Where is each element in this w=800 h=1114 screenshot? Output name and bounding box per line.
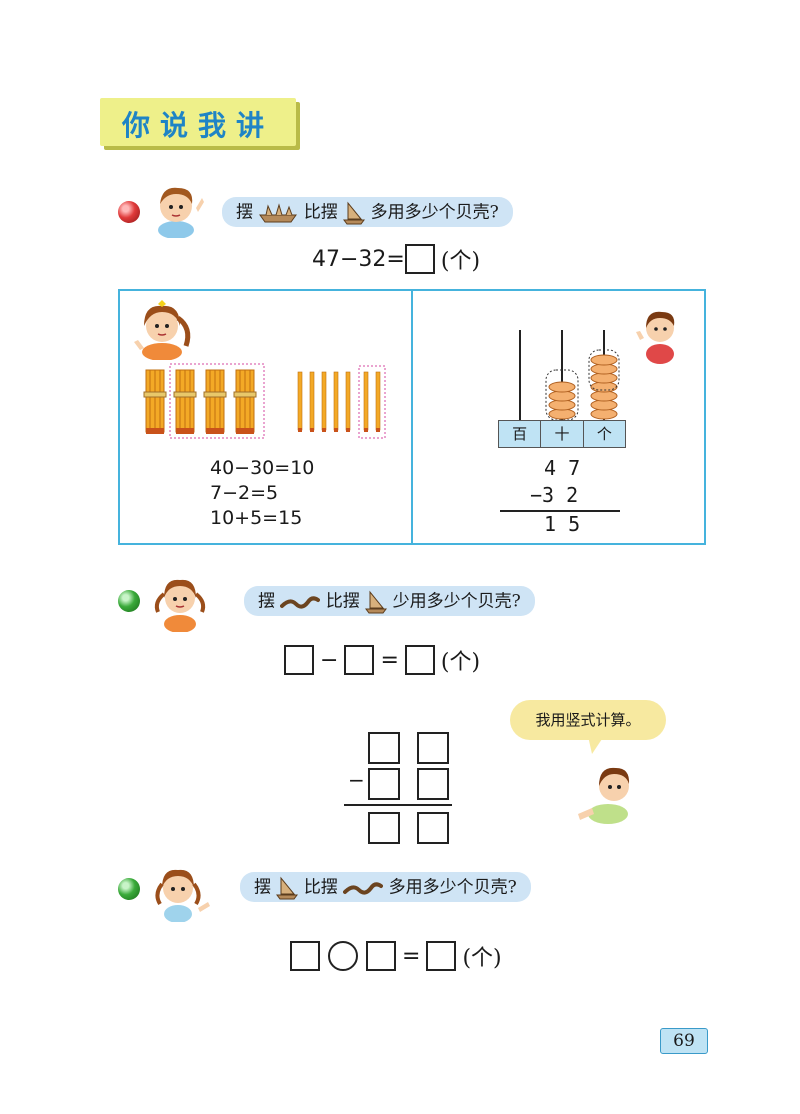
question-2-bubble: 摆 比摆 少用多少个贝壳? [244,586,535,616]
vertical-box[interactable] [417,732,450,764]
subtrahend-box[interactable] [344,645,375,675]
red-bullet-icon [118,201,140,223]
sailboat-shell-icon [276,876,299,899]
bubble-suffix: 多用多少个贝壳? [370,202,499,223]
girl-braids-icon [154,579,206,632]
boy-2-icon [636,311,675,364]
boat-shell-icon [259,202,298,222]
snake-shell-icon [280,595,321,609]
page-number: 69 [660,1028,708,1054]
difference-box[interactable] [404,645,435,675]
boy-icon [158,187,204,238]
vertical-blank-rule [344,804,452,806]
calc-line-3: 10+5=15 [210,507,303,529]
sailboat-shell-icon [343,201,366,224]
vertical-box[interactable] [417,768,450,800]
snake-shell-icon [343,881,384,895]
calc-line-1: 40−30=10 [210,457,315,479]
vertical-box[interactable] [417,812,450,844]
green-bullet-icon [118,878,140,900]
vertical-rule [500,510,620,512]
question-3-bubble: 摆 比摆 多用多少个贝壳? [240,872,531,902]
result-box[interactable] [426,941,457,971]
vertical-row-2 [368,768,450,800]
hundreds-label: 百 [499,421,542,447]
question-3-equation: =(个) [290,940,502,972]
panel-divider [411,289,413,545]
answer-box[interactable] [404,244,435,274]
vertical-row-3 [368,812,450,844]
question-2-equation: −=(个) [284,644,480,676]
section-title: 你说我讲 [121,109,274,142]
vertical-box[interactable] [368,732,400,764]
vertical-top: 4 7 [544,456,581,480]
place-value-labels: 百 十 个 [498,420,626,448]
calc-line-2: 7−2=5 [210,482,279,504]
first-number-box[interactable] [290,941,320,971]
question-1-bubble: 摆 比摆 多用多少个贝壳? [222,197,513,227]
vertical-box[interactable] [368,812,400,844]
second-number-box[interactable] [366,941,396,971]
vertical-row-1 [368,732,450,764]
section-banner: 你说我讲 [100,98,296,146]
abacus [519,330,620,420]
bubble-middle: 比摆 [303,202,338,223]
ones-label: 个 [583,421,625,447]
boy-3-icon [578,767,630,824]
operator-circle[interactable] [328,941,358,971]
sailboat-shell-icon [365,590,388,613]
counting-sticks [143,363,386,439]
vertical-box[interactable] [368,768,400,800]
bubble-prefix: 摆 [236,202,253,223]
girl-icon [134,300,191,360]
left-calculation: 40−30=10 7−2=5 10+5=15 [210,456,314,531]
vertical-minus: −3 2 [530,483,579,507]
green-bullet-icon [118,590,140,612]
speech-bubble: 我用竖式计算。 [510,700,666,740]
vertical-result: 1 5 [544,512,581,536]
tens-label: 十 [541,421,584,447]
vertical-minus-sign: − [348,768,365,792]
girl-3-icon [155,869,210,922]
minuend-box[interactable] [284,645,314,675]
question-1-equation: 47−32=(个) [312,243,480,275]
speech-tail [588,736,604,754]
